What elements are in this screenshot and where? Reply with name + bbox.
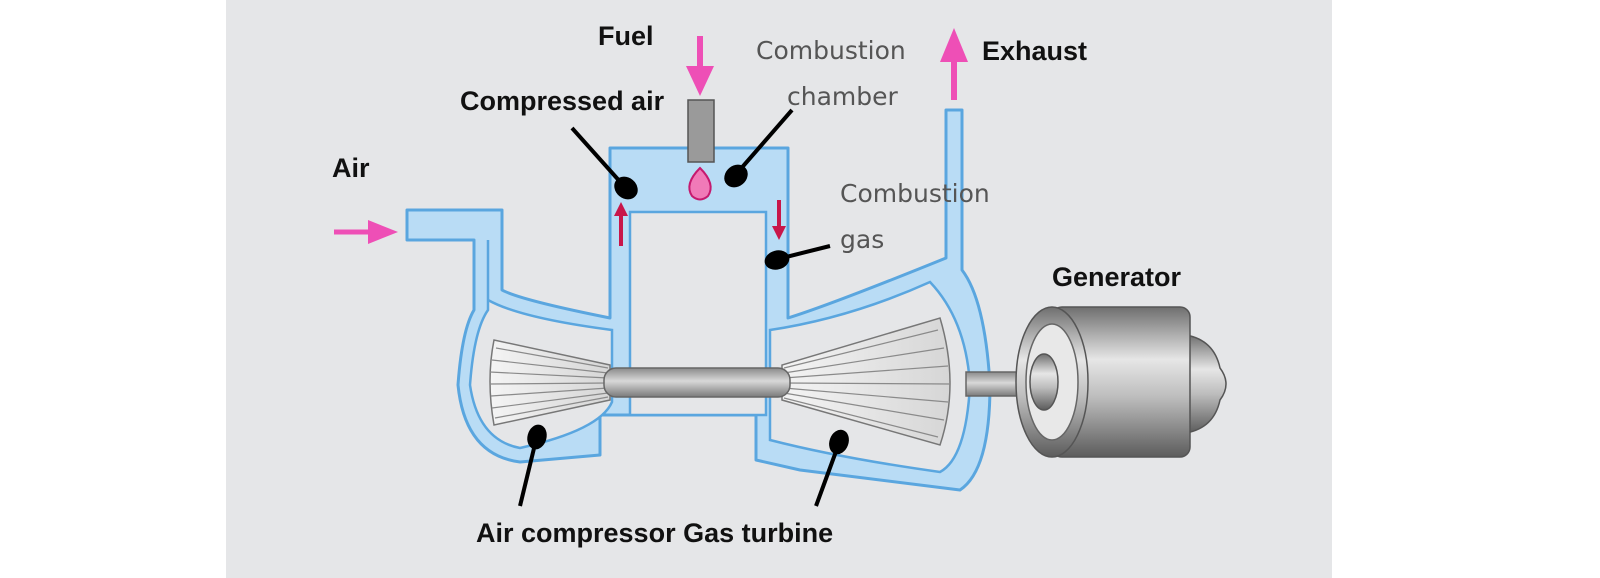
compressed-air-label: Compressed air [460, 86, 665, 116]
bottom-caption-label: Air compressor Gas turbine [476, 518, 834, 548]
air-label: Air [332, 153, 370, 183]
compressed-air-pointer [570, 126, 625, 187]
exhaust-label: Exhaust [982, 36, 1088, 66]
flame-icon [688, 166, 712, 201]
internal-flow-arrows [614, 200, 786, 246]
turbine-rotor [781, 317, 951, 446]
label-pointers [518, 108, 849, 507]
compressor-rotor [489, 339, 611, 426]
fuel-nozzle [687, 99, 715, 163]
turbine-blade-lines [783, 329, 951, 438]
combustion-chamber-pointer [736, 108, 794, 174]
combustion-gas-label-line1: Combustion [840, 179, 990, 208]
fuel-arrowhead [686, 66, 714, 96]
exhaust-arrowhead [940, 28, 968, 62]
combustion-chamber-label-line2: chamber [787, 82, 898, 111]
air-inlet-arrowhead [368, 220, 398, 244]
combustion-gas-label-line2: gas [840, 225, 885, 254]
compressor-blade-lines [489, 347, 609, 419]
generator-icon [1015, 306, 1227, 458]
generator-label: Generator [1052, 262, 1182, 292]
shaft-main [603, 367, 791, 398]
gas-turbine-pointer [814, 445, 840, 507]
flow-arrows [334, 28, 968, 244]
fuel-label: Fuel [598, 21, 654, 51]
combustion-chamber-label-line1: Combustion [756, 36, 906, 65]
air-compressor-pointer [518, 439, 538, 507]
combustion-gas-pointer [781, 244, 831, 260]
